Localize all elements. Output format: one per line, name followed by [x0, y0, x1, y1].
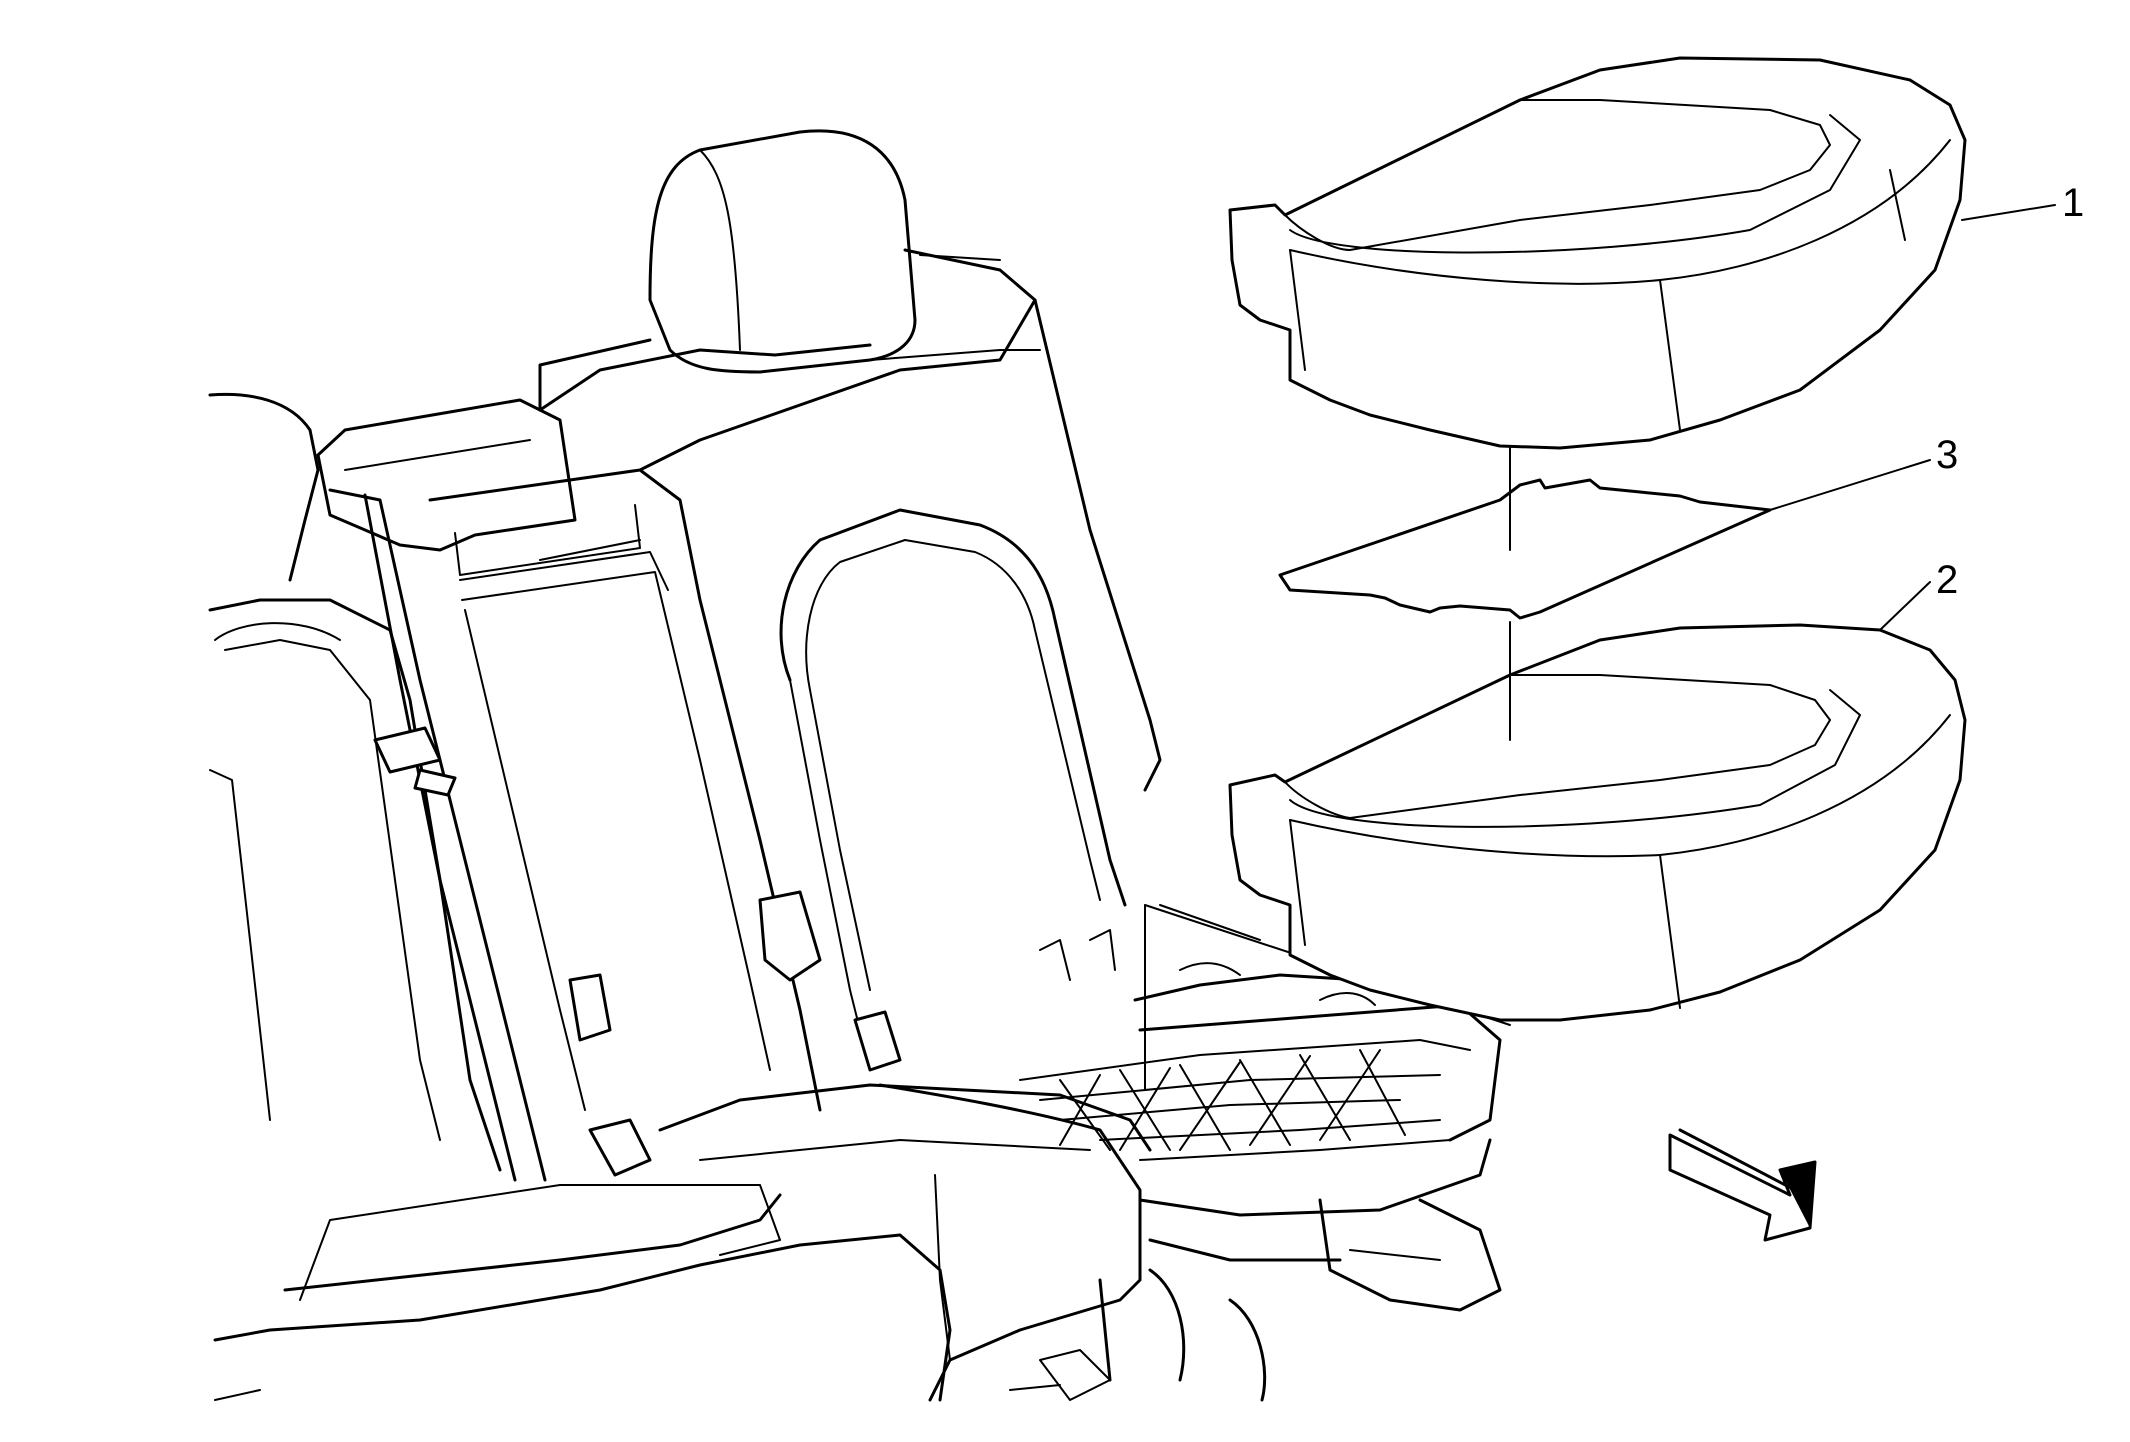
center-pass-through-cover	[658, 1083, 1152, 1402]
callout-leaders	[1769, 204, 2056, 631]
left-seat-belt	[328, 488, 547, 1182]
seat-cushion-cover	[1228, 56, 1967, 450]
seat-cushion-pad	[1228, 623, 1967, 1022]
callout-label-2: 2	[1936, 558, 1959, 602]
callout-1-leader	[1961, 204, 2056, 221]
left-seatback	[208, 392, 502, 1172]
callout-label-3: 3	[1936, 433, 1959, 477]
left-seat-cushion	[213, 1184, 952, 1402]
center-headrest	[538, 129, 917, 412]
forward-direction-arrow-icon	[1668, 1128, 1817, 1242]
center-seatback	[428, 468, 822, 1112]
callout-3-leader	[1769, 459, 1931, 511]
callout-2-leader	[1879, 581, 1931, 631]
seat-heater-element	[1278, 478, 1772, 620]
callout-label-1: 1	[2062, 181, 2085, 225]
right-seatback	[568, 248, 1162, 1177]
left-headrest	[316, 398, 641, 576]
seat-frame-springs	[1009, 929, 1502, 1402]
